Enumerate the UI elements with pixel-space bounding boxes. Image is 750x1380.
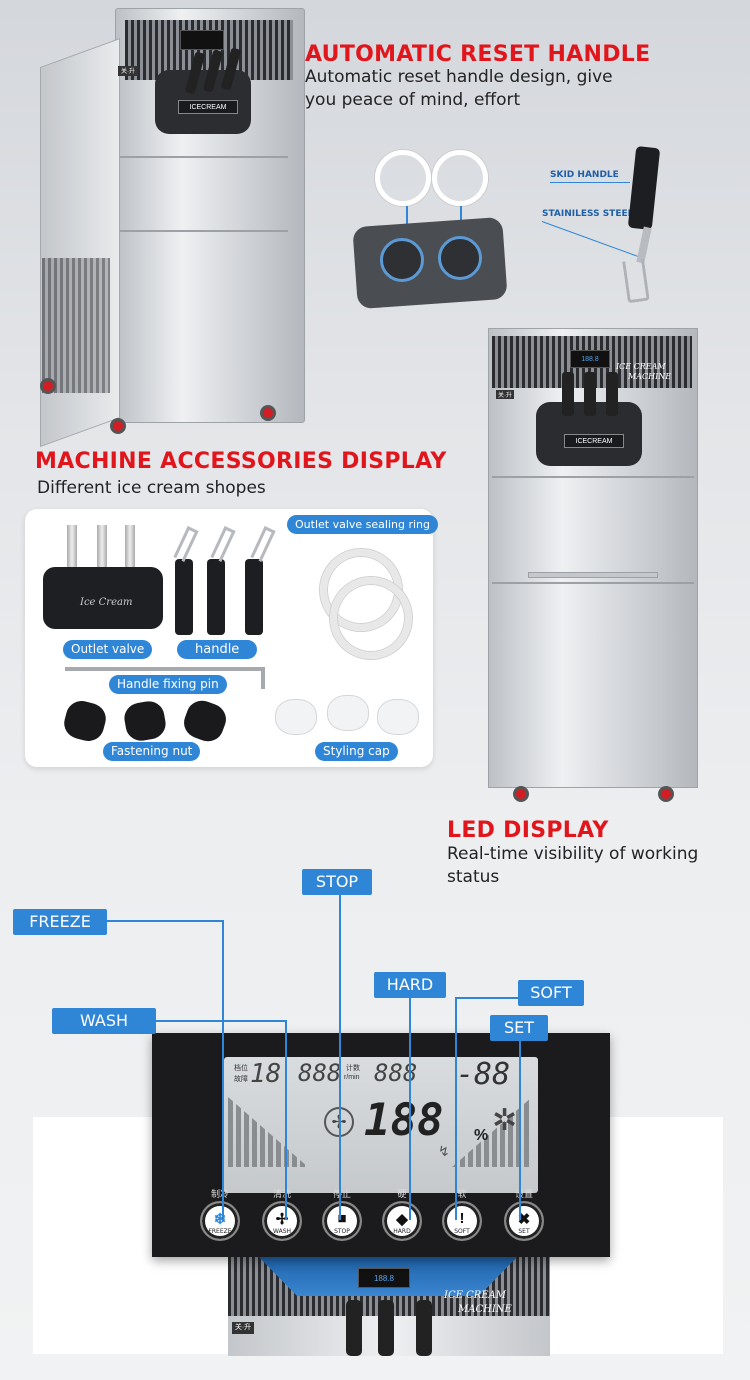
reset-handle-desc-line2: you peace of mind, effort <box>305 90 521 110</box>
callout-line-wash-h <box>156 1020 286 1022</box>
stainless-steel-label: STAINILESS STEEL <box>542 209 634 219</box>
outlet-valve-image <box>43 567 163 629</box>
fastening-nut-label: Fastening nut <box>103 742 201 761</box>
fastening-nut-image-3 <box>179 696 231 746</box>
accessories-title: MACHINE ACCESSORIES DISPLAY <box>35 449 447 474</box>
snowflake-icon: ❄ <box>213 1211 227 1228</box>
skid-handle-label: SKID HANDLE <box>550 170 619 180</box>
right-machine-digits: 188.8 <box>570 350 610 368</box>
set-callout: SET <box>490 1015 548 1041</box>
fan-icon: ✢ <box>275 1211 289 1228</box>
lower-machine-script-1: ICE CREAM <box>444 1290 507 1301</box>
reset-handle-title: AUTOMATIC RESET HANDLE <box>305 42 651 67</box>
set-button[interactable]: ✖ SET <box>504 1201 544 1241</box>
lcd-seg-gear: 18 <box>250 1059 282 1089</box>
right-machine-script-2: MACHINE <box>628 372 672 381</box>
accessories-desc: Different ice cream shopes <box>37 478 266 498</box>
right-machine-image: 188.8 ICE CREAM MACHINE 关·升 ICECREAM <box>488 328 700 806</box>
set-button-label: SET <box>518 1228 530 1235</box>
reset-handle-valve-image <box>350 150 510 310</box>
lcd-bars-left <box>228 1097 308 1167</box>
right-machine-script-1: ICE CREAM <box>616 362 666 371</box>
soft-callout: SOFT <box>518 980 584 1006</box>
lcd-label-rpm: r/min <box>344 1074 360 1081</box>
lcd-label-count: 计数 <box>346 1065 360 1072</box>
cn-label-stop: 停止 <box>332 1189 351 1199</box>
hard-button[interactable]: ◆ HARD <box>382 1201 422 1241</box>
lcd-wash-icon: ↯ <box>438 1143 450 1159</box>
wash-button[interactable]: ✢ WASH <box>262 1201 302 1241</box>
top-machine-image: ICECREAM 关·升 <box>30 8 305 448</box>
callout-line-hard-v <box>409 996 411 1220</box>
cn-label-wash: 清洗 <box>272 1189 291 1199</box>
hard-icon: ◆ <box>396 1211 408 1228</box>
outlet-valve-script: Ice Cream <box>80 597 133 608</box>
soft-icon: ! <box>459 1210 465 1227</box>
lcd-big-value: 188 <box>364 1095 444 1146</box>
callout-line-freeze-h <box>107 920 223 922</box>
cn-label-freeze: 制冷 <box>210 1189 229 1199</box>
cn-label-soft: 软 <box>457 1189 467 1199</box>
top-machine-badge: ICECREAM <box>178 100 238 114</box>
wash-callout: WASH <box>52 1008 156 1034</box>
styling-cap-image-3 <box>377 699 419 735</box>
handle-image-1 <box>175 559 193 635</box>
lcd-seg-temp: -88 <box>456 1057 511 1092</box>
right-machine-badge: ICECREAM <box>564 434 624 448</box>
fixing-pin-label: Handle fixing pin <box>109 675 227 694</box>
callout-line-stop-v <box>339 895 341 1220</box>
wash-button-label: WASH <box>272 1228 292 1235</box>
lcd-screen: 档位 故障 18 888 计数 r/min 888 -88 ✢ 188 % ✲ … <box>224 1057 538 1193</box>
callout-line-freeze-v <box>222 920 224 1220</box>
accessories-card: Ice Cream Outlet valve handle Outlet val… <box>25 509 438 767</box>
lower-machine-script-2: MACHINE <box>458 1304 512 1315</box>
lcd-seg-count: 888 <box>298 1059 342 1087</box>
reset-handle-desc-line1: Automatic reset handle design, give <box>305 67 613 87</box>
soft-button[interactable]: ! SOFT <box>442 1201 482 1241</box>
lcd-percent: % <box>474 1127 489 1144</box>
cn-label-set: 设置 <box>514 1189 533 1199</box>
top-machine-small-badge: 关·升 <box>118 66 138 76</box>
sealing-ring-label: Outlet valve sealing ring <box>287 515 438 534</box>
lower-machine-image: 188.8 ICE CREAM MACHINE 关·升 <box>228 1256 550 1356</box>
freeze-button[interactable]: ❄ FREEZE <box>200 1201 240 1241</box>
skid-handle-image: SKID HANDLE STAINILESS STEEL <box>540 145 670 310</box>
soft-button-label: SOFT <box>454 1228 470 1235</box>
lcd-snow-icon: ✲ <box>492 1104 518 1137</box>
sealing-ring-image-2 <box>330 577 412 659</box>
callout-line-soft-h <box>455 997 519 999</box>
handle-label: handle <box>177 640 258 659</box>
stop-button-label: STOP <box>334 1228 350 1235</box>
hard-button-label: HARD <box>393 1228 411 1235</box>
stop-icon: ■ <box>337 1210 347 1227</box>
control-panel: 档位 故障 18 888 计数 r/min 888 -88 ✢ 188 % ✲ … <box>152 1033 610 1257</box>
handle-image-2 <box>207 559 225 635</box>
freeze-callout: FREEZE <box>13 909 107 935</box>
lcd-label-pos-top: 档位 <box>234 1065 248 1072</box>
outlet-valve-label: Outlet valve <box>63 640 153 659</box>
hard-callout: HARD <box>374 972 446 998</box>
callout-line-set-v <box>519 1040 521 1220</box>
freeze-button-label: FREEZE <box>208 1228 232 1235</box>
tools-icon: ✖ <box>517 1211 531 1228</box>
right-machine-small-badge: 关·升 <box>496 390 514 399</box>
styling-cap-label: Styling cap <box>315 742 398 761</box>
callout-line-soft-v <box>455 997 457 1220</box>
led-desc-line1: Real-time visibility of working <box>447 844 699 864</box>
fixing-pin-image <box>65 667 265 671</box>
styling-cap-image-1 <box>275 699 317 735</box>
led-title: LED DISPLAY <box>447 818 609 843</box>
stop-callout: STOP <box>302 869 372 895</box>
handle-image-3 <box>245 559 263 635</box>
styling-cap-image-2 <box>327 695 369 731</box>
callout-line-wash-v <box>285 1020 287 1220</box>
cn-label-hard: 硬 <box>397 1189 407 1199</box>
led-desc-line2: status <box>447 867 500 887</box>
fastening-nut-image-1 <box>60 697 110 745</box>
stop-button[interactable]: ■ STOP <box>322 1201 362 1241</box>
lcd-label-pos-bottom: 故障 <box>234 1076 248 1083</box>
lower-machine-digits: 188.8 <box>358 1268 410 1288</box>
lower-machine-small-badge: 关·升 <box>232 1322 254 1334</box>
fastening-nut-image-2 <box>122 698 168 744</box>
